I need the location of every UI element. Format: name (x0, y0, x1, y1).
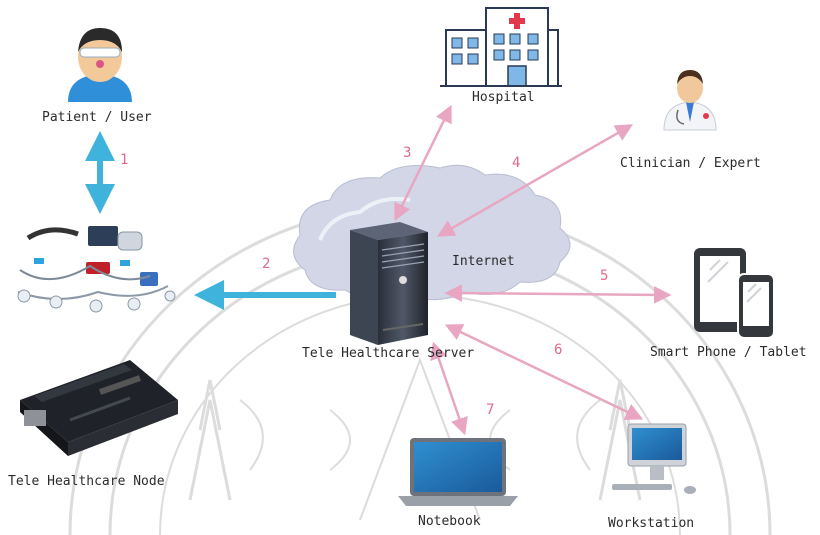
cyan-links (85, 131, 336, 310)
link-7-line (430, 341, 468, 436)
link-5-line (444, 284, 672, 304)
desktop-monitor-icon (612, 423, 696, 494)
patient-label: Patient / User (42, 110, 152, 125)
laptop-icon (398, 438, 518, 506)
link-7-number: 7 (486, 402, 495, 418)
hospital-label: Hospital (472, 90, 535, 105)
link-1-number: 1 (120, 152, 129, 168)
hospital-icon (440, 7, 562, 87)
link-3-number: 3 (403, 145, 412, 161)
clinician-label: Clinician / Expert (620, 156, 761, 171)
link-4-line (436, 124, 634, 237)
internet-label: Internet (452, 254, 515, 269)
node-label: Tele Healthcare Node (8, 474, 165, 489)
server-tower-icon (350, 222, 428, 345)
phone-label: Smart Phone / Tablet (650, 345, 807, 360)
sensor-kit-icon (17, 226, 176, 313)
link-6-line (444, 324, 644, 420)
server-label: Tele Healthcare Server (302, 346, 475, 361)
doctor-icon (663, 70, 717, 131)
link-5-number: 5 (600, 268, 609, 284)
link-2-number: 2 (262, 256, 271, 272)
link-lines (394, 104, 672, 436)
workstation-label: Workstation (608, 516, 695, 531)
link-4-number: 4 (512, 155, 521, 171)
notebook-label: Notebook (418, 514, 481, 529)
circuit-board-icon (20, 360, 178, 456)
phone-tablet-icon (694, 248, 775, 339)
link-6-number: 6 (554, 342, 563, 358)
patient-icon (68, 28, 132, 102)
